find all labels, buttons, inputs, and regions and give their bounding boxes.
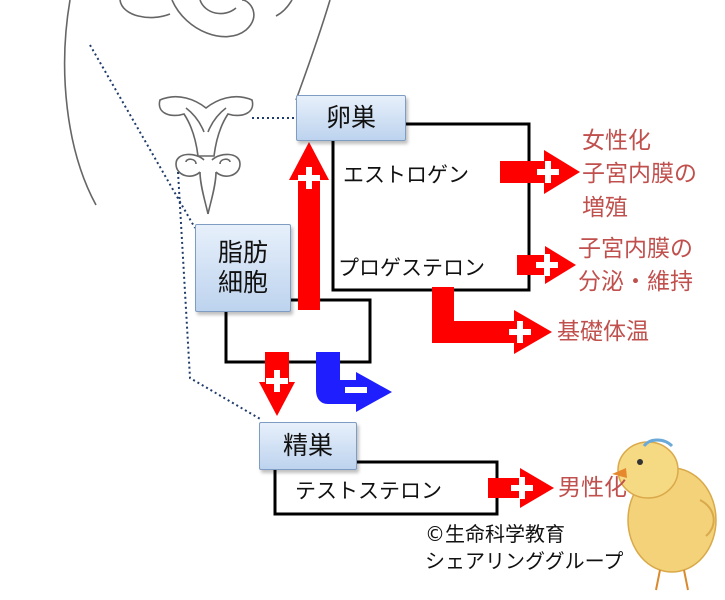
progesterone-label: プロゲステロン	[338, 256, 485, 280]
effect-secretion-maintenance: 分泌・維持	[578, 269, 693, 296]
effect-masculinization: 男性化	[558, 475, 627, 501]
effect-feminization: 女性化	[582, 128, 651, 154]
testis-node: 精巣	[259, 422, 357, 470]
credit: ©生命科学教育 シェアリンググループ	[425, 521, 623, 575]
chick-illustration	[612, 438, 717, 591]
estrogen-label: エストロゲン	[343, 163, 469, 187]
progesterone-effects: 子宮内膜の 分泌・維持	[578, 233, 693, 300]
effect-proliferation: 増殖	[582, 194, 628, 221]
uterus-sketch-icon	[158, 95, 254, 157]
fat-cell-label-line2: 細胞	[217, 268, 268, 297]
arrow-fat-to-ovary	[289, 142, 329, 310]
arrow-estrogen-effect	[500, 150, 580, 194]
minus-icon	[345, 387, 367, 393]
testosterone-label: テストステロン	[295, 479, 442, 503]
leader-testis	[177, 171, 263, 421]
ovary-node: 卵巣	[296, 95, 406, 141]
effect-endometrium-line2: 子宮内膜の	[578, 236, 693, 262]
ovary-hormone-frame	[331, 122, 531, 292]
fat-cell-label-line1: 脂肪	[217, 238, 268, 267]
leader-lines	[89, 44, 294, 421]
promote-arrows	[259, 142, 580, 508]
effect-endometrium-line: 子宮内膜の	[582, 161, 697, 188]
body-sketch	[63, 0, 331, 206]
testis-label: 精巣	[282, 431, 333, 460]
arrow-progesterone-effect	[517, 246, 576, 284]
estrogen-effects: 女性化 子宮内膜の 増殖	[582, 125, 697, 225]
inhibit-arrow	[316, 352, 392, 412]
ovary-label: 卵巣	[325, 103, 376, 132]
testis-sketch-icon	[175, 153, 241, 215]
credit-line2: シェアリンググループ	[425, 549, 624, 573]
fat-cell-node: 脂肪 細胞	[195, 224, 291, 312]
leader-fat-cell	[89, 44, 196, 229]
arrow-fat-to-testis	[259, 352, 295, 416]
arrow-testosterone-effect	[488, 468, 554, 508]
arrow-basal-temp	[432, 287, 552, 354]
effect-basal-temp: 基礎体温	[557, 319, 649, 345]
credit-line1: ©生命科学教育	[425, 522, 565, 546]
